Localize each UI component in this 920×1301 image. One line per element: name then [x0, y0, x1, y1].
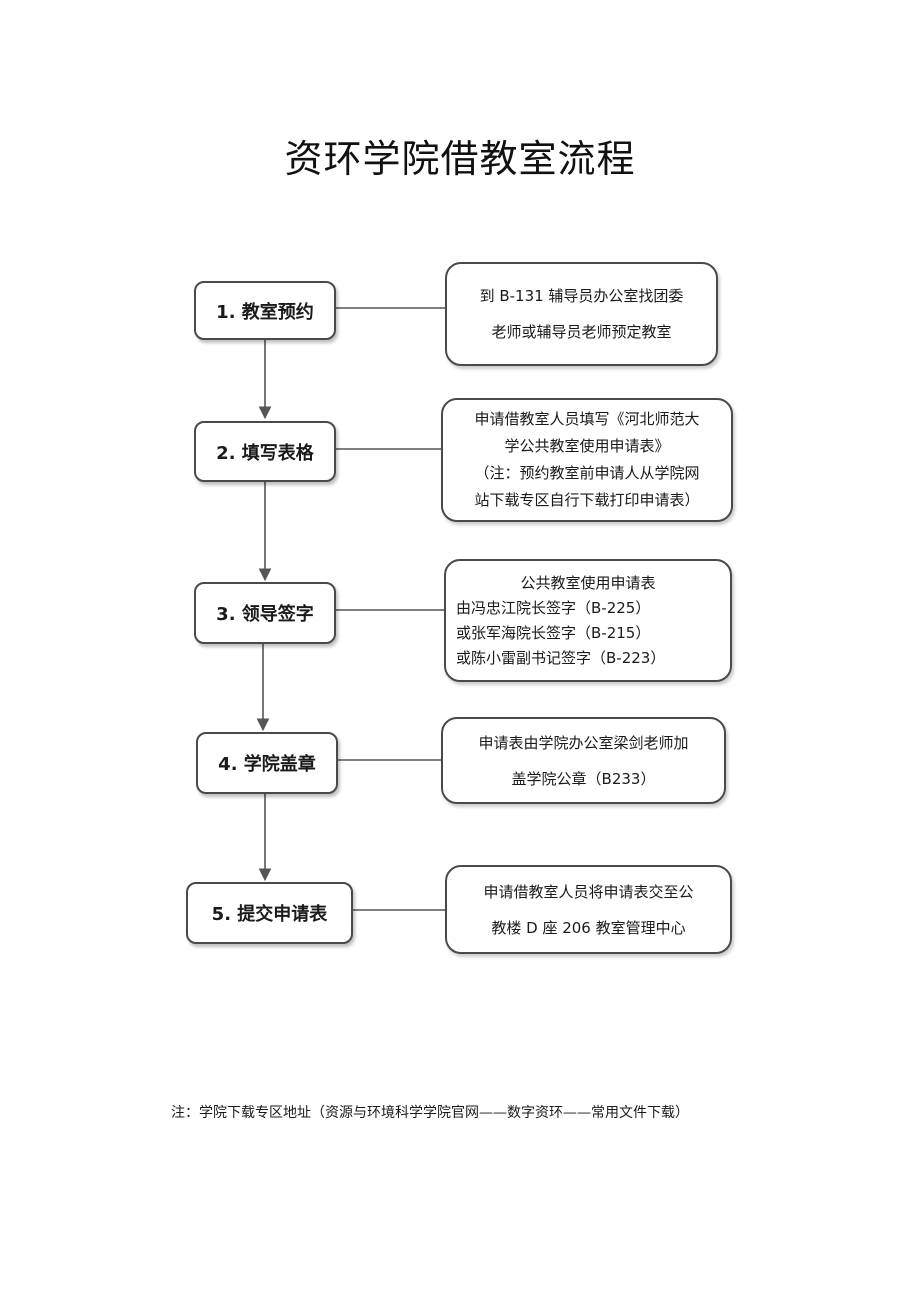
step-4-desc-line-1: 申请表由学院办公室梁剑老师加 [478, 733, 689, 752]
step-5-box: 5. 提交申请表 [186, 882, 353, 944]
step-1-description: 到 B-131 辅导员办公室找团委 老师或辅导员老师预定教室 [445, 262, 718, 366]
step-2-desc-line-1: 申请借教室人员填写《河北师范大 [474, 410, 700, 428]
step-1-box: 1. 教室预约 [194, 281, 336, 340]
step-3-desc-line-4: 或陈小雷副书记签字（B-223） [456, 648, 666, 667]
step-4-box: 4. 学院盖章 [196, 732, 338, 794]
step-2-desc-line-4: 站下载专区自行下载打印申请表） [474, 491, 700, 509]
step-4-description: 申请表由学院办公室梁剑老师加 盖学院公章（B233） [441, 717, 726, 804]
footnote: 注：学院下载专区地址（资源与环境科学学院官网——数字资环——常用文件下载） [171, 1105, 689, 1121]
step-2-desc-line-2: 学公共教室使用申请表》 [504, 437, 670, 455]
step-5-desc-line-1: 申请借教室人员将申请表交至公 [483, 882, 694, 901]
step-1-desc-line-1: 到 B-131 辅导员办公室找团委 [479, 287, 684, 305]
step-3-description: 公共教室使用申请表 由冯忠江院长签字（B-225） 或张军海院长签字（B-215… [444, 559, 732, 682]
step-1-desc-line-2: 老师或辅导员老师预定教室 [491, 323, 672, 341]
step-5-desc-line-2: 教楼 D 座 206 教室管理中心 [491, 918, 686, 937]
step-3-desc-line-3: 或张军海院长签字（B-215） [456, 623, 651, 642]
page-title: 资环学院借教室流程 [284, 137, 636, 181]
step-5-description: 申请借教室人员将申请表交至公 教楼 D 座 206 教室管理中心 [445, 865, 732, 954]
step-2-desc-line-3: （注：预约教室前申请人从学院网 [474, 464, 700, 482]
step-2-description: 申请借教室人员填写《河北师范大 学公共教室使用申请表》 （注：预约教室前申请人从… [441, 398, 733, 522]
step-3-box: 3. 领导签字 [194, 582, 336, 644]
step-4-desc-line-2: 盖学院公章（B233） [511, 769, 656, 788]
step-2-box: 2. 填写表格 [194, 421, 336, 482]
step-3-desc-line-1: 公共教室使用申请表 [520, 573, 656, 592]
step-3-desc-line-2: 由冯忠江院长签字（B-225） [456, 598, 651, 617]
